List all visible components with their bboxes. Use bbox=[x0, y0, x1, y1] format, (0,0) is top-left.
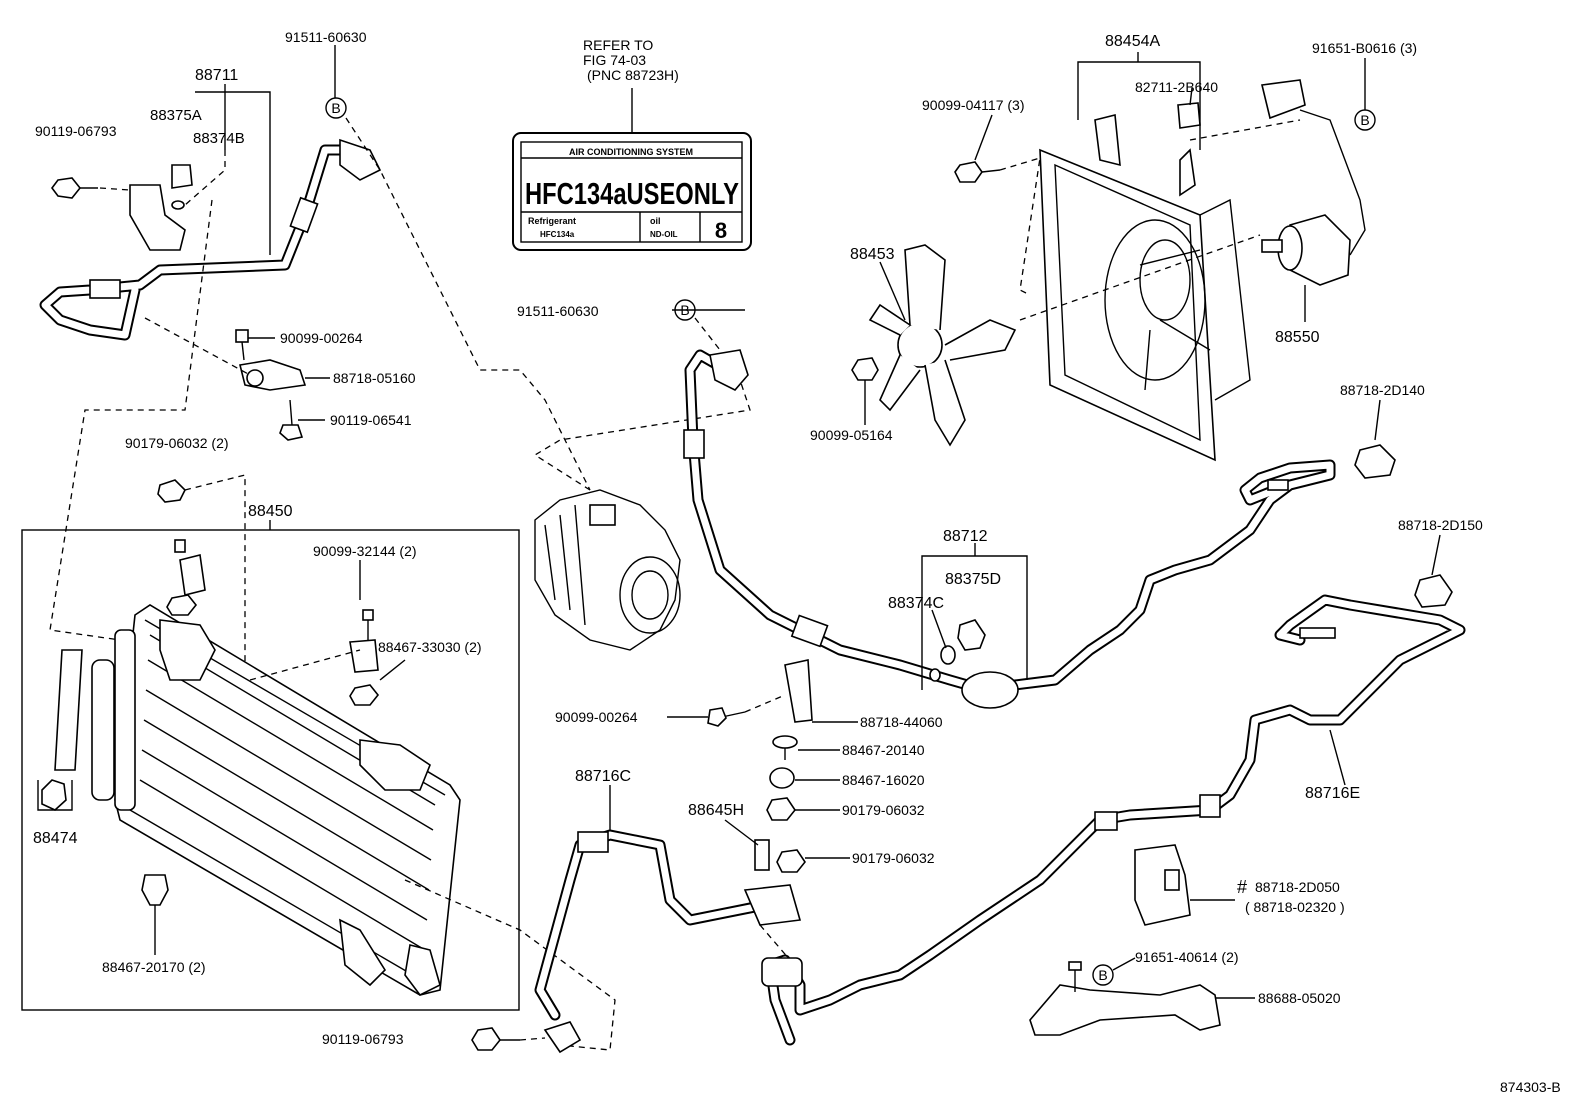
bolt-90119-06541 bbox=[279, 399, 304, 441]
pipe-88716E bbox=[761, 594, 1466, 1046]
label-91651-40614: 91651-40614 (2) bbox=[1135, 949, 1239, 965]
nut-90179-06032-left bbox=[157, 479, 186, 503]
label-91511-60630-mid: 91511-60630 bbox=[517, 303, 599, 319]
pipe-88716C bbox=[534, 829, 771, 1054]
label-90099-00264-top: 90099-00264 bbox=[280, 330, 363, 346]
label-88374C: 88374C bbox=[888, 595, 944, 612]
label-88711: 88711 bbox=[195, 67, 238, 84]
pipe-88711 bbox=[39, 138, 382, 341]
nut-90179-06032-b bbox=[776, 849, 806, 873]
clamp-88718-44060 bbox=[784, 659, 813, 723]
label-refer-line3: (PNC 88723H) bbox=[587, 67, 679, 83]
bolt-90099-00264-mid bbox=[707, 707, 746, 727]
warning-label-refrigerant-value: HFC134a bbox=[540, 230, 575, 239]
fitting-88375A bbox=[171, 164, 193, 189]
circle-b-marker: B bbox=[1098, 967, 1107, 983]
warning-label-oil-value: ND-OIL bbox=[650, 230, 678, 239]
circle-b-marker: B bbox=[1360, 112, 1369, 128]
label-90119-06793-bottom: 90119-06793 bbox=[322, 1031, 404, 1047]
label-90099-32144: 90099-32144 (2) bbox=[313, 543, 417, 559]
label-90099-04117: 90099-04117 (3) bbox=[922, 97, 1024, 113]
label-88716E: 88716E bbox=[1305, 785, 1360, 802]
grommet-88718-2D140 bbox=[1354, 444, 1396, 479]
warning-label-oil-label: oil bbox=[650, 216, 661, 226]
nut-90179-06032-a bbox=[766, 797, 796, 821]
label-88374B: 88374B bbox=[193, 130, 245, 147]
bracket-88688-05020 bbox=[1029, 961, 1221, 1036]
nut-90099-05164 bbox=[851, 357, 879, 381]
label-88718-2D050: 88718-2D050 bbox=[1255, 879, 1340, 895]
label-88467-20140: 88467-20140 bbox=[842, 742, 925, 758]
bracket-88718-2D050 bbox=[1134, 844, 1191, 926]
label-88718-05160: 88718-05160 bbox=[333, 370, 416, 386]
cushion-88467-20170 bbox=[141, 874, 169, 906]
clamp-88718-05160 bbox=[239, 359, 307, 391]
cushion-88467-16020 bbox=[769, 767, 795, 789]
label-91511-60630-top: 91511-60630 bbox=[285, 29, 367, 45]
fan-motor-88550 bbox=[1261, 79, 1366, 286]
compressor-outline bbox=[534, 489, 681, 651]
fitting-88375D bbox=[957, 619, 986, 651]
ac-warning-label: AIR CONDITIONING SYSTEM HFC134aUSEONLY R… bbox=[512, 88, 752, 251]
warning-label-main: HFC134aUSEONLY bbox=[525, 176, 739, 211]
label-88550: 88550 bbox=[1275, 329, 1320, 346]
label-88645H: 88645H bbox=[688, 802, 744, 819]
bolt-90099-32144 bbox=[362, 609, 374, 640]
switch-88645H bbox=[743, 839, 802, 926]
label-88474: 88474 bbox=[33, 830, 78, 847]
label-88718-02320: ( 88718-02320 ) bbox=[1245, 899, 1345, 915]
warning-label-oil-number: 8 bbox=[715, 218, 727, 243]
label-88718-44060: 88718-44060 bbox=[860, 714, 943, 730]
clip-82711-2B640 bbox=[1177, 102, 1201, 129]
bolt-90119-06793-bottom bbox=[471, 1027, 520, 1051]
label-90099-05164: 90099-05164 bbox=[810, 427, 893, 443]
label-88718-2D140: 88718-2D140 bbox=[1340, 382, 1425, 398]
label-90179-06032-b: 90179-06032 bbox=[852, 850, 935, 866]
label-88467-20170: 88467-20170 (2) bbox=[102, 959, 206, 975]
upper-bracket-condenser bbox=[166, 539, 206, 616]
label-88712: 88712 bbox=[943, 528, 988, 545]
label-90119-06793-top: 90119-06793 bbox=[35, 123, 117, 139]
oring-88374C bbox=[929, 645, 956, 682]
label-90119-06541: 90119-06541 bbox=[330, 412, 412, 428]
label-88375A: 88375A bbox=[150, 107, 202, 124]
bolt-90099-00264-top bbox=[235, 329, 249, 361]
bracket-88474 bbox=[41, 649, 83, 811]
label-91651-B0616: 91651-B0616 (3) bbox=[1312, 40, 1417, 56]
fan-shroud-88454A bbox=[1039, 113, 1251, 462]
bracket-88467-33030 bbox=[349, 639, 380, 706]
label-refer-line2: FIG 74-03 bbox=[583, 52, 646, 68]
circle-b-marker: B bbox=[331, 100, 340, 116]
label-refer-line1: REFER TO bbox=[583, 37, 653, 53]
warning-label-header: AIR CONDITIONING SYSTEM bbox=[569, 147, 693, 157]
oring-88374B bbox=[171, 200, 185, 210]
figure-number: 874303-B bbox=[1500, 1079, 1561, 1095]
condenser-88450 bbox=[91, 604, 461, 997]
label-88454A: 88454A bbox=[1105, 33, 1160, 50]
grommet-88718-2D150 bbox=[1414, 574, 1453, 608]
fan-88453 bbox=[868, 244, 1017, 447]
label-88688-05020: 88688-05020 bbox=[1258, 990, 1341, 1006]
bolt-90099-04117 bbox=[954, 161, 1001, 183]
warning-label-refrigerant-label: Refrigerant bbox=[528, 216, 576, 226]
label-88450: 88450 bbox=[248, 503, 293, 520]
label-88453: 88453 bbox=[850, 246, 895, 263]
label-88467-33030: 88467-33030 (2) bbox=[378, 639, 482, 655]
label-82711-2B640: 82711-2B640 bbox=[1135, 79, 1218, 95]
hose-88712 bbox=[683, 349, 1336, 709]
circle-b-marker: B bbox=[680, 302, 689, 318]
label-88718-2D150: 88718-2D150 bbox=[1398, 517, 1483, 533]
label-90099-00264-mid: 90099-00264 bbox=[555, 709, 638, 725]
clip-88467-20140 bbox=[772, 735, 798, 760]
label-88716C: 88716C bbox=[575, 768, 631, 785]
label-90179-06032-a: 90179-06032 bbox=[842, 802, 925, 818]
label-88467-16020: 88467-16020 bbox=[842, 772, 925, 788]
label-88375D: 88375D bbox=[945, 571, 1001, 588]
label-90179-06032-2: 90179-06032 (2) bbox=[125, 435, 229, 451]
label-hash-mark: # bbox=[1237, 877, 1247, 897]
bolt-90119-06793-top bbox=[51, 177, 98, 199]
